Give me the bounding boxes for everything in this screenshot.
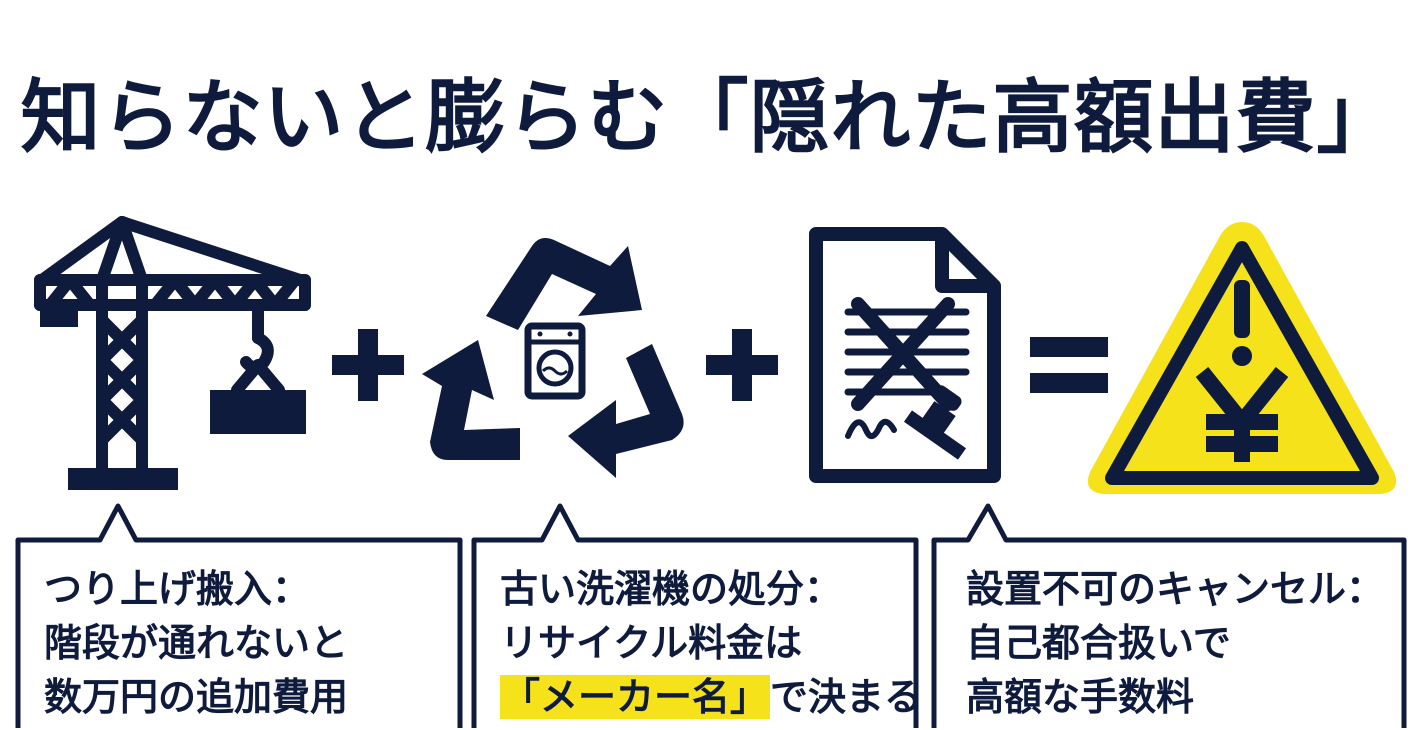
callout-text: 階段が通れないと xyxy=(44,621,349,665)
cancelled-contract-icon xyxy=(809,227,1001,483)
yen-warning-icon xyxy=(1087,222,1397,494)
callout-frame xyxy=(471,503,919,728)
callout-text: リサイクル料金は xyxy=(500,621,803,665)
callout-text: 高額な手数料 xyxy=(966,675,1195,719)
recycle-washer-icon xyxy=(422,238,684,478)
callout-frame xyxy=(15,503,463,728)
callout-text: 自己都合扱いで xyxy=(966,621,1231,665)
equals-icon xyxy=(1030,337,1108,393)
callout-heading: つり上げ搬入： xyxy=(44,567,311,611)
page-title: 知らないと膨らむ「隠れた高額出費」 xyxy=(20,71,1398,164)
plus-icon xyxy=(332,329,404,401)
callout-text: 「メーカー名」で決まる xyxy=(500,675,923,719)
callout-frame xyxy=(931,503,1407,728)
crane-icon xyxy=(34,216,311,490)
plus-icon xyxy=(706,329,778,401)
callout-heading: 設置不可のキャンセル： xyxy=(966,567,1385,611)
callout-heading: 古い洗濯機の処分： xyxy=(500,567,843,611)
callout-disposal: 古い洗濯機の処分： リサイクル料金は 「メーカー名」で決まる xyxy=(500,562,922,724)
callout-crane-lifting: つり上げ搬入： 階段が通れないと 数万円の追加費用 xyxy=(44,562,348,724)
callout-text: 数万円の追加費用 xyxy=(44,675,349,719)
maker-name-highlight: 「メーカー名」 xyxy=(500,675,771,719)
callout-cancellation: 設置不可のキャンセル： 自己都合扱いで 高額な手数料 xyxy=(966,562,1384,724)
